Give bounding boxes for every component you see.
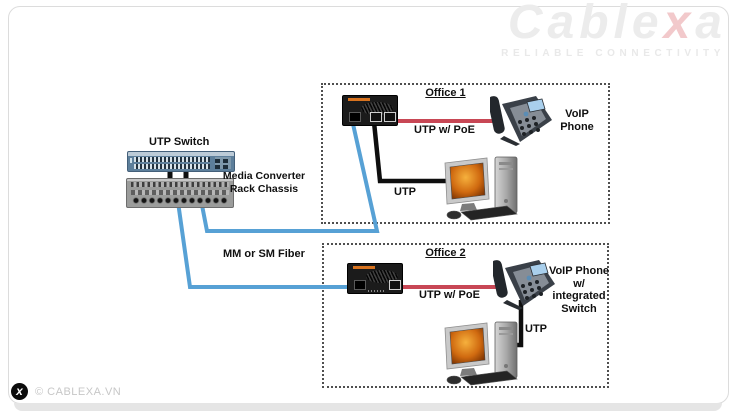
rack-chassis-device	[126, 178, 234, 208]
switch-led	[130, 158, 132, 163]
brand-logo-suffix: a	[695, 0, 727, 49]
chassis-slots	[131, 190, 229, 195]
chassis-vents	[131, 182, 229, 187]
utp-switch-label: UTP Switch	[149, 136, 210, 148]
office1-utp-link-label: UTP	[394, 186, 416, 198]
media-converter-chassis-label: Media Converter Rack Chassis	[222, 170, 306, 195]
brand-logo: Cablexa	[507, 0, 727, 49]
rj45-port	[389, 280, 401, 290]
switch-ports-row1	[134, 157, 210, 162]
fiber-port	[349, 112, 361, 122]
office1-media-converter	[342, 95, 398, 126]
office2-computer	[443, 320, 521, 386]
office2-utp-link-label: UTP	[525, 323, 547, 335]
brand-mark-icon: x	[11, 383, 28, 400]
converter-brand-strip	[353, 266, 375, 269]
converter-vent-grill	[361, 102, 393, 115]
fiber-port	[354, 280, 366, 290]
office1-title: Office 1	[425, 87, 466, 99]
rj45-port	[370, 112, 382, 122]
office2-phone-label: VoIP Phone w/ integrated Switch	[548, 265, 610, 315]
utp-switch-device	[127, 151, 235, 172]
office2-title: Office 2	[425, 247, 466, 259]
office1-voip-phone	[490, 92, 554, 146]
brand-logo-accent: x	[663, 0, 696, 49]
office2-box: Office 2	[322, 243, 609, 388]
bottom-strip	[14, 403, 722, 411]
converter-brand-strip	[348, 98, 370, 101]
footer-copyright: © CABLEXA.VN	[35, 386, 122, 398]
rj45-port	[384, 112, 396, 122]
switch-ports-row2	[134, 164, 210, 169]
converter-leds	[368, 290, 384, 292]
chassis-ports	[132, 196, 228, 205]
office1-phone-label: VoIP Phone	[560, 108, 594, 133]
converter-vent-grill	[366, 270, 398, 283]
brand-tagline: RELIABLE CONNECTIVITY	[501, 48, 725, 59]
fiber-link-label: MM or SM Fiber	[223, 248, 305, 260]
office1-poe-link-label: UTP w/ PoE	[414, 124, 475, 136]
office2-poe-link-label: UTP w/ PoE	[419, 289, 480, 301]
office2-media-converter	[347, 263, 403, 294]
office1-computer	[443, 155, 521, 221]
brand-logo-prefix: Cable	[507, 0, 664, 49]
switch-uplink-ports	[215, 157, 231, 169]
